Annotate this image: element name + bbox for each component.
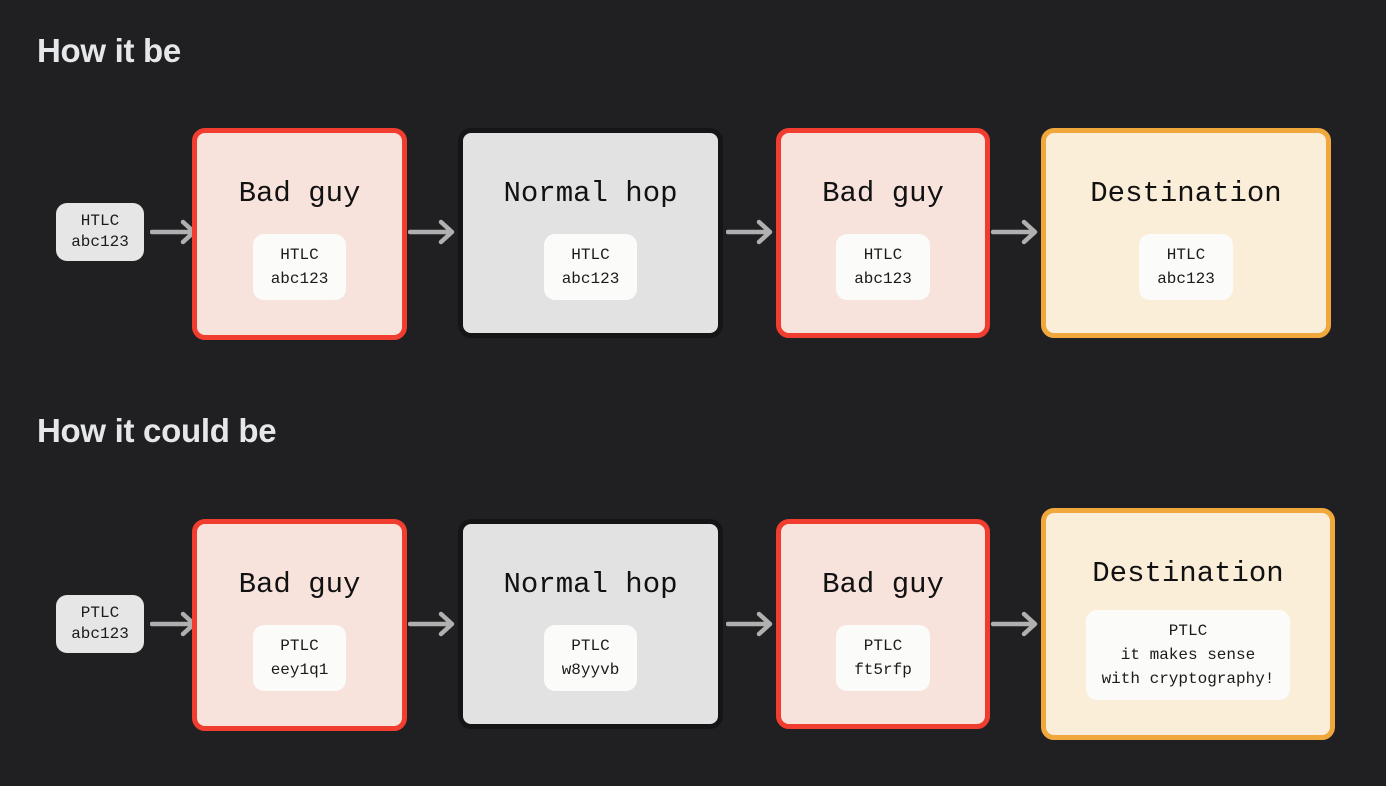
node-bad-guy-2[interactable]: Bad guy HTLC abc123 [776,128,990,338]
arrow-right-icon [991,218,1045,246]
node-title: Bad guy [822,177,944,210]
arrow-right-icon [726,218,780,246]
entry-chip-ptlc: PTLC abc123 [56,595,144,653]
node-destination-1[interactable]: Destination HTLC abc123 [1041,128,1331,338]
node-bad-guy-4[interactable]: Bad guy PTLC ft5rfp [776,519,990,729]
flow-row-how-it-could-be: PTLC abc123 Bad guy PTLC eey1q1 Normal h… [0,508,1386,740]
node-title: Normal hop [503,177,678,210]
arrow-right-icon [408,218,462,246]
section-title-how-it-could-be: How it could be [37,412,277,449]
arrow-right-icon [991,610,1045,638]
section-title-how-it-be: How it be [37,32,181,69]
node-bad-guy-1[interactable]: Bad guy HTLC abc123 [192,128,407,340]
node-chip: PTLC it makes sense with cryptography! [1085,610,1291,700]
node-chip: HTLC abc123 [543,234,638,300]
node-chip: PTLC ft5rfp [836,625,930,691]
node-title: Destination [1092,557,1284,590]
arrow-right-icon [408,610,462,638]
node-destination-2[interactable]: Destination PTLC it makes sense with cry… [1041,508,1335,740]
node-title: Bad guy [238,177,361,210]
node-title: Normal hop [503,568,678,601]
node-chip: HTLC abc123 [1139,234,1233,300]
entry-chip-htlc: HTLC abc123 [56,203,144,261]
arrow-right-icon [726,610,780,638]
node-title: Bad guy [822,568,944,601]
node-normal-hop-2[interactable]: Normal hop PTLC w8yyvb [458,519,723,729]
node-chip: HTLC abc123 [836,234,930,300]
node-title: Bad guy [238,568,361,601]
node-normal-hop-1[interactable]: Normal hop HTLC abc123 [458,128,723,338]
node-chip: PTLC eey1q1 [252,625,347,691]
node-chip: PTLC w8yyvb [543,625,638,691]
flow-row-how-it-be: HTLC abc123 Bad guy HTLC abc123 Normal h… [0,128,1386,340]
node-chip: HTLC abc123 [252,234,347,300]
node-bad-guy-3[interactable]: Bad guy PTLC eey1q1 [192,519,407,731]
node-title: Destination [1090,177,1282,210]
